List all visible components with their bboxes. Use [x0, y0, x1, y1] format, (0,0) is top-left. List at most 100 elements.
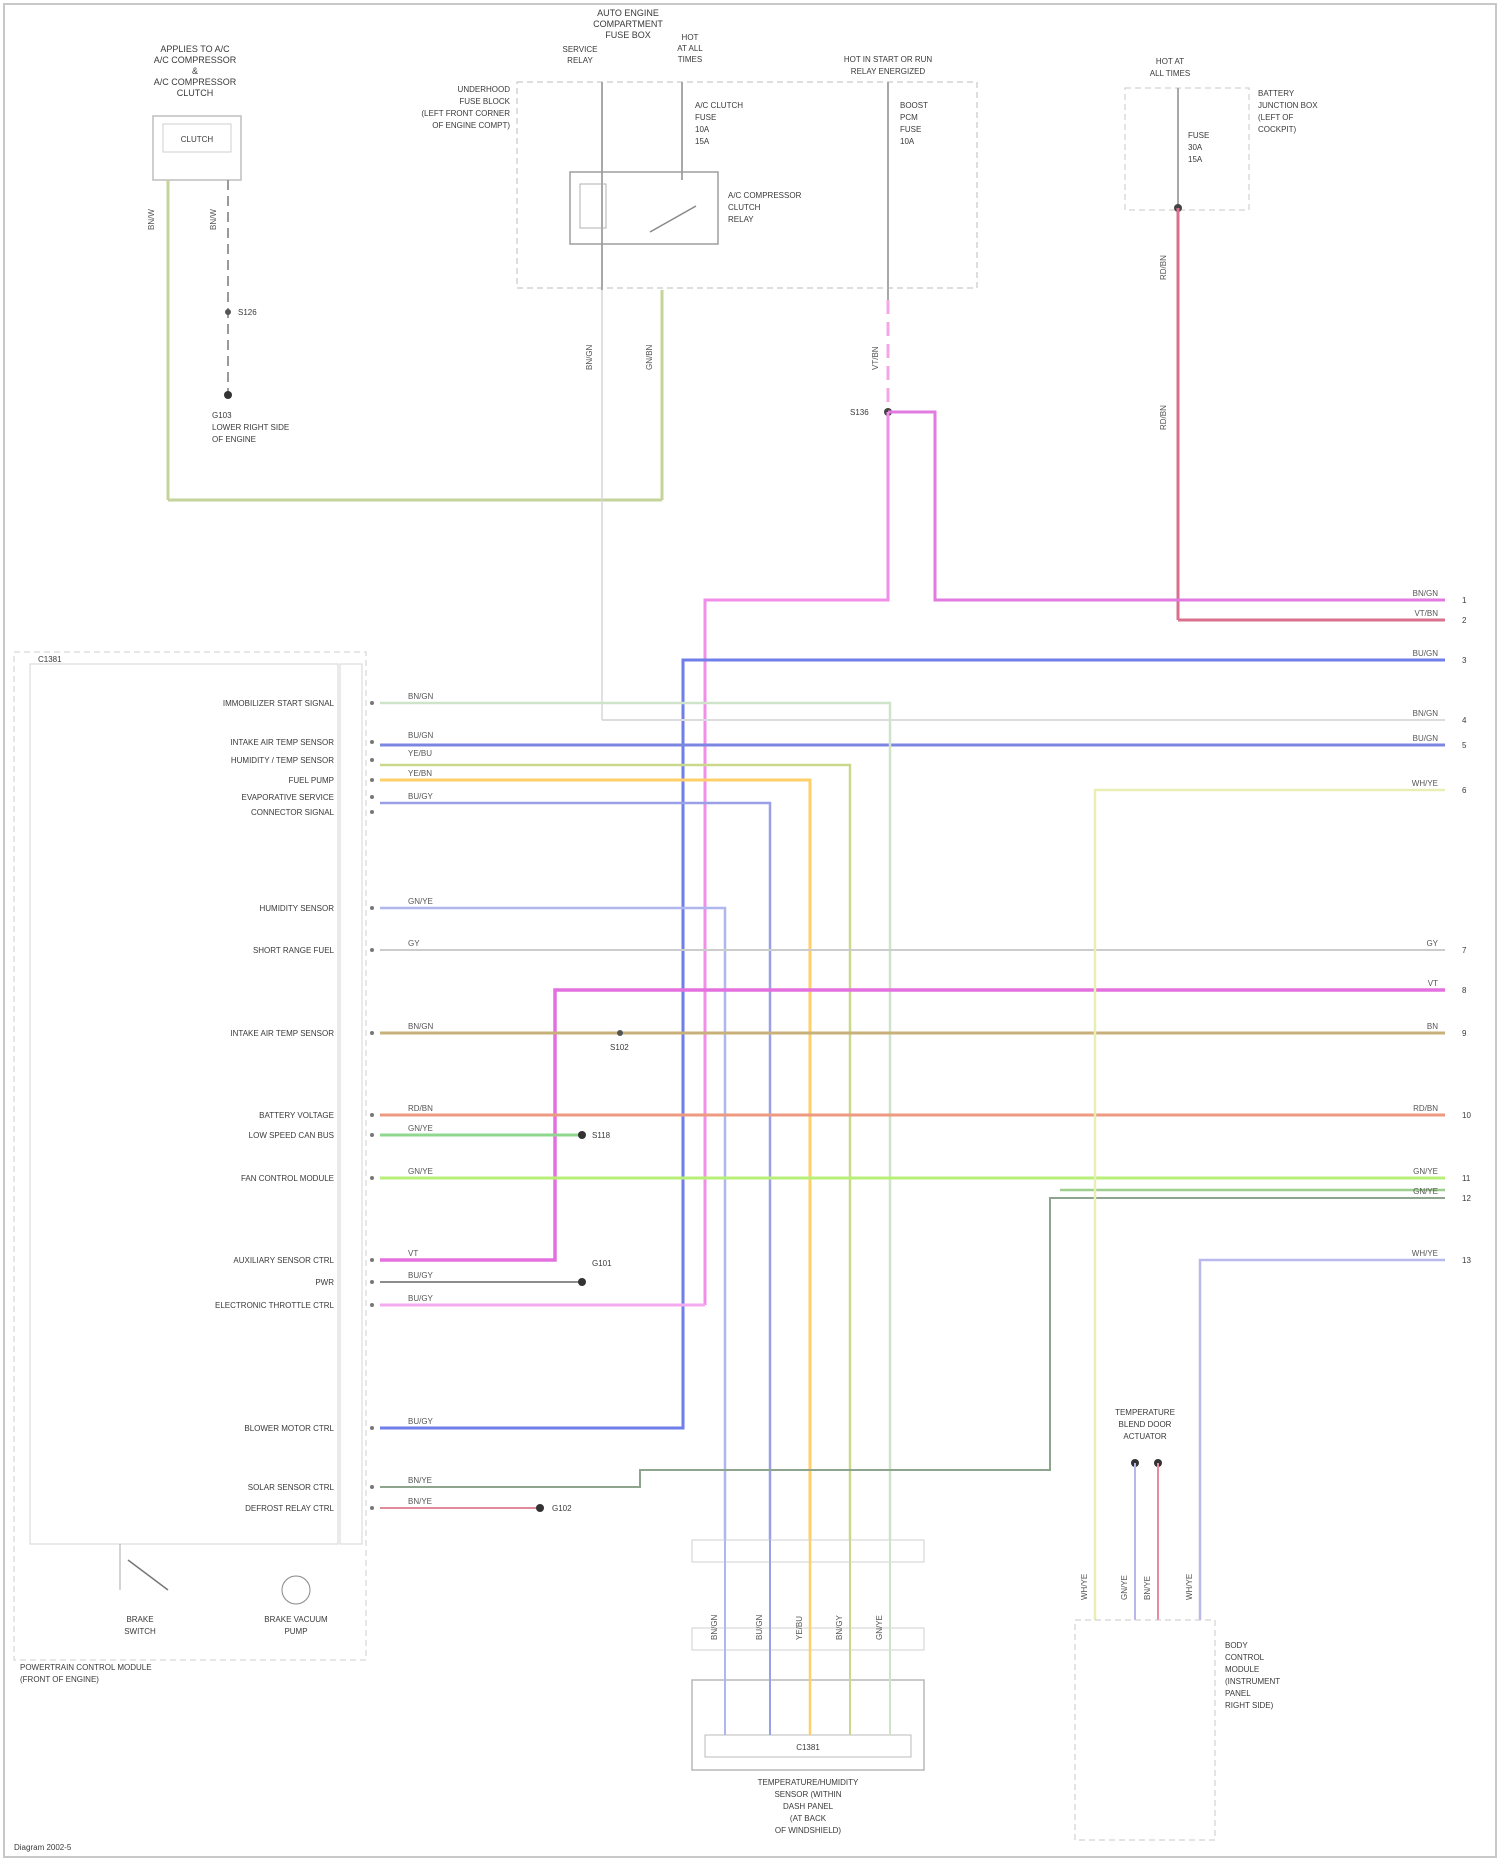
pcm-pin-dot: [370, 758, 374, 762]
sensor-footer-1: TEMPERATURE/HUMIDITY: [758, 1778, 859, 1787]
wire-lavender: [1200, 1260, 1445, 1620]
wire-label: BN/YE: [408, 1497, 432, 1506]
pcm-group: C1381 POWERTRAIN CONTROL MODULE (FRONT O…: [14, 652, 374, 1684]
main-wiring: [380, 412, 1445, 1620]
sensor-wire-label: BU/GN: [755, 1614, 764, 1640]
right-box-outline: [1125, 88, 1249, 210]
pcm-pin-label: HUMIDITY / TEMP SENSOR: [231, 756, 334, 765]
pcm-pin-dot: [370, 906, 374, 910]
pcm-pin-label: HUMIDITY SENSOR: [259, 904, 334, 913]
right-wire-label: BN/GN: [1413, 589, 1439, 598]
ground-g103: [224, 391, 232, 399]
motor-symbol: [282, 1576, 310, 1604]
switch-label-1: BRAKE: [126, 1615, 153, 1624]
bcm-outline: [1075, 1620, 1215, 1840]
switch-contact: [128, 1560, 168, 1590]
wire-label: BU/GN: [408, 731, 434, 740]
fusebox-side-2: FUSE BLOCK: [459, 97, 510, 106]
fusebox-title-3: FUSE BOX: [605, 30, 651, 40]
clutch-title-3: &: [192, 66, 198, 76]
pcm-pin-dot: [370, 740, 374, 744]
clutch-wire-b: BN/W: [209, 209, 218, 230]
pcm-pin-label: LOW SPEED CAN BUS: [249, 1131, 334, 1140]
ground-g101: [578, 1278, 586, 1286]
fusebox-side-4: OF ENGINE COMPT): [432, 121, 510, 130]
right-fuse-2: 30A: [1188, 143, 1203, 152]
diagram-footer: Diagram 2002-5: [14, 1843, 72, 1852]
fusebox-title-1: AUTO ENGINE: [597, 8, 659, 18]
sensor-connector-group: C1381 BN/GNBU/GNYE/BUBN/GYGN/YE TEMPERAT…: [692, 1540, 924, 1835]
right-wire-a: RD/BN: [1159, 255, 1168, 280]
wire-label: BU/GY: [408, 792, 434, 801]
pcm-pin-label: CONNECTOR SIGNAL: [251, 808, 335, 817]
pcm-pin-dot: [370, 1506, 374, 1510]
pcm-pin-label: PWR: [315, 1278, 334, 1287]
sensor-footer-3: DASH PANEL: [783, 1802, 834, 1811]
right-pin-number: 1: [1462, 596, 1467, 605]
bcm-side-1: BODY: [1225, 1641, 1248, 1650]
power-title-2: RELAY ENERGIZED: [851, 67, 926, 76]
power-relay-group: HOT IN START OR RUN RELAY ENERGIZED BOOS…: [844, 55, 933, 417]
pcm-title: C1381: [38, 655, 62, 664]
pcm-pin-column: [340, 664, 362, 1544]
relay-contact: [650, 206, 696, 232]
ground-label-1: G103: [212, 411, 232, 420]
blend-title-3: ACTUATOR: [1123, 1432, 1166, 1441]
pcm-pin-label: IMMOBILIZER START SIGNAL: [223, 699, 335, 708]
right-pin-number: 9: [1462, 1029, 1467, 1038]
pcm-pin-dot: [370, 1426, 374, 1430]
wire-label: BU/GY: [408, 1271, 434, 1280]
ground-label-3: OF ENGINE: [212, 435, 256, 444]
wire-label: GN/YE: [408, 1167, 433, 1176]
pcm-pin-label: FUEL PUMP: [289, 776, 335, 785]
bcm-side-5: PANEL: [1225, 1689, 1251, 1698]
fuse-box-group: AUTO ENGINE COMPARTMENT FUSE BOX SERVICE…: [421, 8, 977, 720]
wire-label: GY: [408, 939, 420, 948]
right-wire-label: VT/BN: [1414, 609, 1438, 618]
power-fuse-3: FUSE: [900, 125, 921, 134]
pcm-pin-label: SHORT RANGE FUEL: [253, 946, 335, 955]
splice-s102-label: S102: [610, 1043, 629, 1052]
clutch-title-2: A/C COMPRESSOR: [154, 55, 237, 65]
right-pin-number: 4: [1462, 716, 1467, 725]
power-fuse-4: 10A: [900, 137, 915, 146]
sensor-footer-5: OF WINDSHIELD): [775, 1826, 842, 1835]
relay-label-2: CLUTCH: [728, 203, 761, 212]
fusebox-side-1: UNDERHOOD: [458, 85, 511, 94]
right-wire-label: WH/YE: [1412, 779, 1438, 788]
right-wire-label: GN/YE: [1413, 1187, 1438, 1196]
wire-vt: [380, 990, 1445, 1260]
wire-label: BN/GN: [408, 692, 434, 701]
bcm-side-3: MODULE: [1225, 1665, 1259, 1674]
wire-yellow: [380, 780, 810, 1540]
right-wire-label: BN: [1427, 1022, 1438, 1031]
blend-wire-label: WH/YE: [1185, 1574, 1194, 1600]
pcm-pin-dot: [370, 948, 374, 952]
clutch-wire-a: BN/W: [147, 209, 156, 230]
ground-label-2: LOWER RIGHT SIDE: [212, 423, 289, 432]
right-wire-label: BU/GN: [1413, 734, 1439, 743]
pcm-pin-label: FAN CONTROL MODULE: [241, 1174, 334, 1183]
clutch-title-1: APPLIES TO A/C: [160, 44, 230, 54]
right-pin-number: 10: [1462, 1111, 1471, 1120]
splice-s118: [578, 1131, 586, 1139]
relay-box: [570, 172, 718, 244]
fusebox-sub-right-2: AT ALL: [677, 44, 703, 53]
fusebox-wire-left: BN/GN: [585, 344, 594, 370]
wire-label: BN/YE: [408, 1476, 432, 1485]
splice-group: S118 G101 G102 S102: [536, 1030, 629, 1513]
blend-wire-label: WH/YE: [1080, 1574, 1089, 1600]
fusebox-side-3: (LEFT FRONT CORNER: [421, 109, 510, 118]
right-wire-labels: BN/GNVT/BNBU/GNBN/GNBU/GNWH/YEGYVTBNRD/B…: [1412, 589, 1472, 1265]
ground-g102: [536, 1504, 544, 1512]
motor-label-1: BRAKE VACUUM: [264, 1615, 328, 1624]
fusebox-title-2: COMPARTMENT: [593, 19, 663, 29]
right-pin-number: 13: [1462, 1256, 1471, 1265]
bcm-side-4: (INSTRUMENT: [1225, 1677, 1280, 1686]
sensor-footer-4: (AT BACK: [790, 1814, 827, 1823]
clutch-box: [153, 116, 241, 180]
wire-olive: [380, 765, 850, 1540]
motor-label-2: PUMP: [284, 1627, 307, 1636]
right-title-1: HOT AT: [1156, 57, 1184, 66]
